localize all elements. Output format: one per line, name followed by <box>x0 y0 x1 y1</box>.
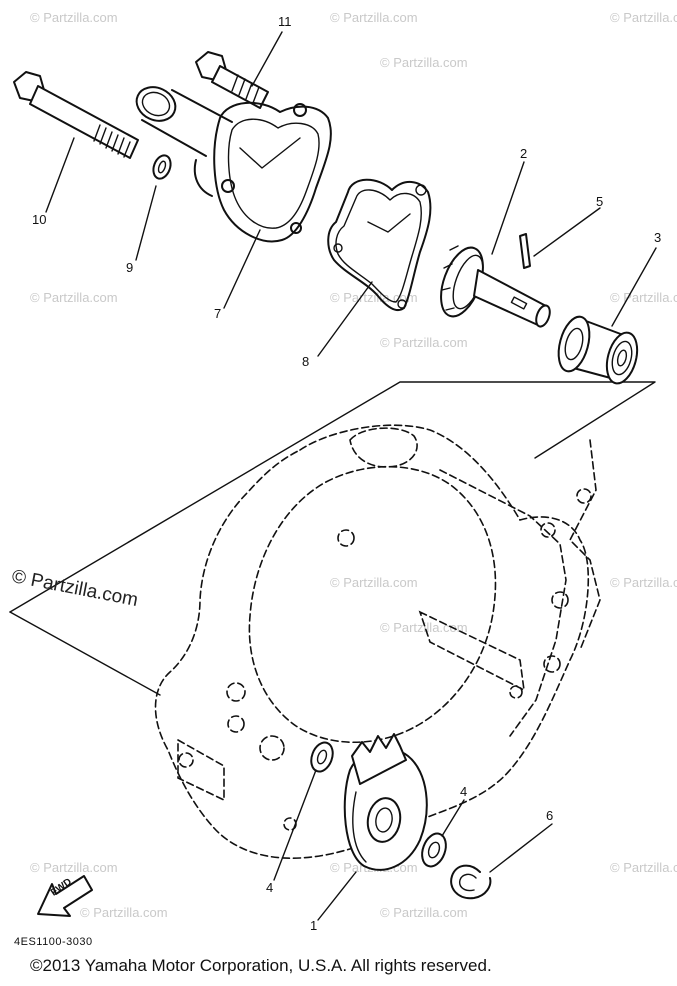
part-3-bearing <box>557 315 639 385</box>
watermark: © Partzilla.com <box>30 290 118 305</box>
callout-4-right: 4 <box>460 784 468 799</box>
part-2-impeller-shaft <box>440 245 551 328</box>
watermark: © Partzilla.com <box>380 905 468 920</box>
part-4-washer-right <box>421 832 447 868</box>
watermark: © Partzilla.com <box>610 860 677 875</box>
callout-5: 5 <box>596 194 604 209</box>
part-7-pump-housing <box>135 86 332 243</box>
callout-7: 7 <box>214 306 222 321</box>
watermark: © Partzilla.com <box>610 575 677 590</box>
watermark: © Partzilla.com <box>330 290 418 305</box>
callout-9: 9 <box>126 260 134 275</box>
watermark: © Partzilla.com <box>30 860 118 875</box>
crankcase-cover <box>154 424 601 859</box>
fwd-arrow-icon <box>37 875 93 917</box>
diagram-code: 4ES1100-3030 <box>14 936 93 948</box>
callout-4-left: 4 <box>266 880 274 895</box>
part-8-gasket <box>327 178 432 312</box>
copyright-notice: ©2013 Yamaha Motor Corporation, U.S.A. A… <box>30 956 492 975</box>
callout-10: 10 <box>32 212 47 227</box>
callout-6: 6 <box>546 808 554 823</box>
callout-11: 11 <box>278 14 292 29</box>
part-11-bolt <box>195 51 269 109</box>
leader-lines <box>45 31 657 921</box>
callout-8: 8 <box>302 354 310 369</box>
part-6-circlip <box>450 864 492 900</box>
watermark: © Partzilla.com <box>330 10 418 25</box>
part-5-pin <box>519 233 531 269</box>
watermark: © Partzilla.com <box>80 905 168 920</box>
part-4-washer-left <box>310 741 334 773</box>
callout-1: 1 <box>310 918 318 933</box>
callout-2: 2 <box>520 146 528 161</box>
watermark: © Partzilla.com <box>330 575 418 590</box>
watermark: © Partzilla.com <box>610 10 677 25</box>
part-9-washer <box>152 154 172 180</box>
watermark: © Partzilla.com <box>380 55 468 70</box>
callout-3: 3 <box>654 230 662 245</box>
reference-frame <box>9 381 656 696</box>
part-10-bolt <box>13 71 139 159</box>
part-1-gear <box>343 733 428 871</box>
watermark: © Partzilla.com <box>30 10 118 25</box>
watermark: © Partzilla.com <box>380 335 468 350</box>
